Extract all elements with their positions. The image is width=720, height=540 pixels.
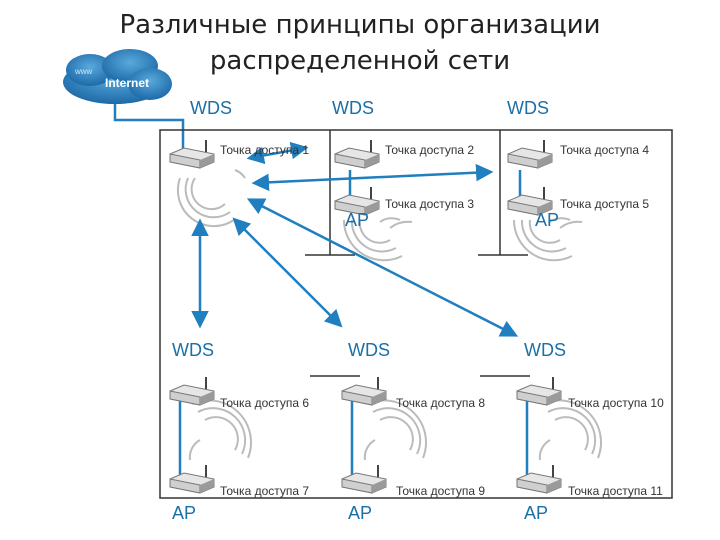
access-point-label-10: Точка доступа 10 — [568, 396, 664, 410]
access-point-label-5: Точка доступа 5 — [560, 197, 650, 211]
router-icon — [341, 465, 387, 494]
access-point-label-8: Точка доступа 8 — [396, 396, 486, 410]
access-point-label-3: Точка доступа 3 — [385, 197, 475, 211]
router-icon — [169, 465, 215, 494]
router-icon — [334, 140, 380, 169]
outer-frame — [159, 129, 673, 499]
router-icon — [334, 187, 380, 216]
access-point-label-6: Точка доступа 6 — [220, 396, 310, 410]
wds-label-2: WDS — [332, 98, 374, 118]
ap-label-5: AP — [524, 503, 549, 523]
internet-link — [113, 104, 185, 150]
ap-label-4: AP — [348, 503, 373, 523]
internet-label: Internet — [105, 76, 150, 90]
internet-www-text: www — [75, 67, 93, 76]
wds-label-6: WDS — [524, 340, 566, 360]
wds-label-5: WDS — [348, 340, 390, 360]
ap-label-1: AP — [345, 210, 370, 230]
access-point-label-9: Точка доступа 9 — [396, 484, 486, 498]
ap-label-2: AP — [535, 210, 560, 230]
wds-links — [191, 141, 519, 337]
router-icon — [516, 377, 562, 406]
slide-title-line-2: распределенной сети — [209, 46, 511, 76]
router-icon — [341, 377, 387, 406]
access-point-label-7: Точка доступа 7 — [220, 484, 310, 498]
router-icon — [507, 140, 553, 169]
wds-label-3: WDS — [507, 98, 549, 118]
router-icon — [169, 377, 215, 406]
slide-title-line-1: Различные принципы организации — [119, 10, 601, 40]
wds-label-4: WDS — [172, 340, 214, 360]
access-point-devices — [169, 140, 562, 494]
ap-label-3: AP — [172, 503, 197, 523]
router-icon — [169, 140, 215, 169]
router-icon — [507, 187, 553, 216]
access-point-label-2: Точка доступа 2 — [385, 143, 475, 157]
access-point-label-11: Точка доступа 11 — [568, 484, 663, 498]
wds-label-1: WDS — [190, 98, 232, 118]
access-point-label-4: Точка доступа 4 — [560, 143, 650, 157]
router-icon — [516, 465, 562, 494]
internet-cloud-icon — [63, 49, 172, 104]
access-point-label-1: Точка доступа 1 — [220, 143, 310, 157]
